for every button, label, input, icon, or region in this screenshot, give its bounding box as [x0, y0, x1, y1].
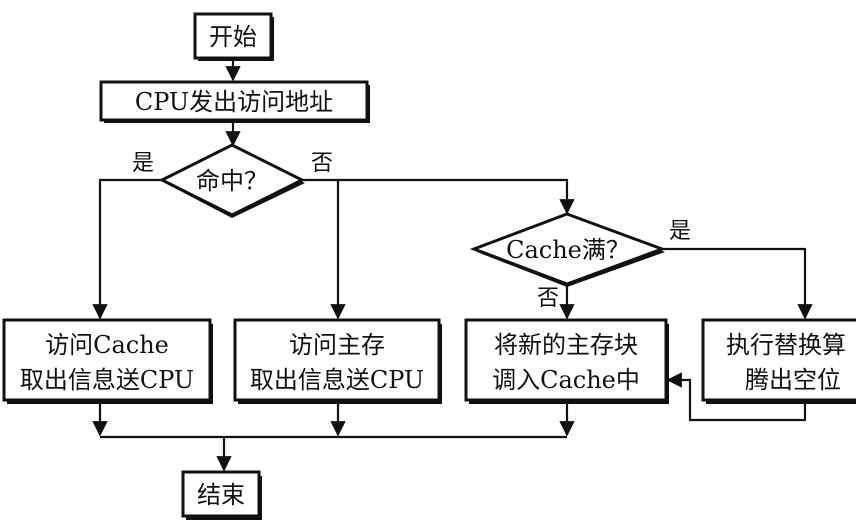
- cpu-request-node: CPU发出访问地址: [99, 80, 370, 123]
- edge-hit-no-main: [302, 178, 346, 320]
- edge-hit-yes: [92, 178, 162, 320]
- load-block-line2: 调入Cache中: [492, 366, 640, 394]
- cache-full-decision-node: Cache满？: [469, 212, 667, 287]
- start-node: 开始: [193, 12, 274, 61]
- full-yes-label: 是: [669, 219, 691, 244]
- replace-node: 执行替换算 腾出空位: [701, 318, 856, 404]
- access-cache-line2: 取出信息送CPU: [20, 366, 194, 394]
- edge-hit-no-full: [338, 178, 575, 215]
- load-block-line1: 将新的主存块: [494, 331, 638, 359]
- cpu-request-label: CPU发出访问地址: [135, 88, 333, 116]
- access-main-line2: 取出信息送CPU: [250, 366, 424, 394]
- end-label: 结束: [197, 481, 245, 509]
- end-node: 结束: [181, 470, 262, 520]
- edge-full-yes: [662, 247, 813, 320]
- replace-line1: 执行替换算: [726, 331, 846, 359]
- hit-decision-label: 命中？: [196, 167, 268, 195]
- start-label: 开始: [209, 23, 257, 51]
- access-cache-node: 访问Cache 取出信息送CPU: [2, 318, 213, 404]
- access-main-node: 访问主存 取出信息送CPU: [233, 318, 442, 404]
- connectors: [92, 58, 813, 472]
- hit-yes-label: 是: [132, 151, 154, 176]
- edge-replace-to-load: [666, 372, 807, 422]
- replace-line2: 腾出空位: [745, 366, 841, 394]
- full-no-label: 否: [537, 286, 559, 311]
- cache-full-label: Cache满？: [506, 236, 630, 264]
- hit-decision-node: 命中？: [158, 143, 306, 218]
- access-cache-line1: 访问Cache: [45, 331, 169, 359]
- hit-no-label: 否: [311, 151, 333, 176]
- access-main-line1: 访问主存: [289, 331, 385, 359]
- load-block-node: 将新的主存块 调入Cache中: [464, 318, 669, 404]
